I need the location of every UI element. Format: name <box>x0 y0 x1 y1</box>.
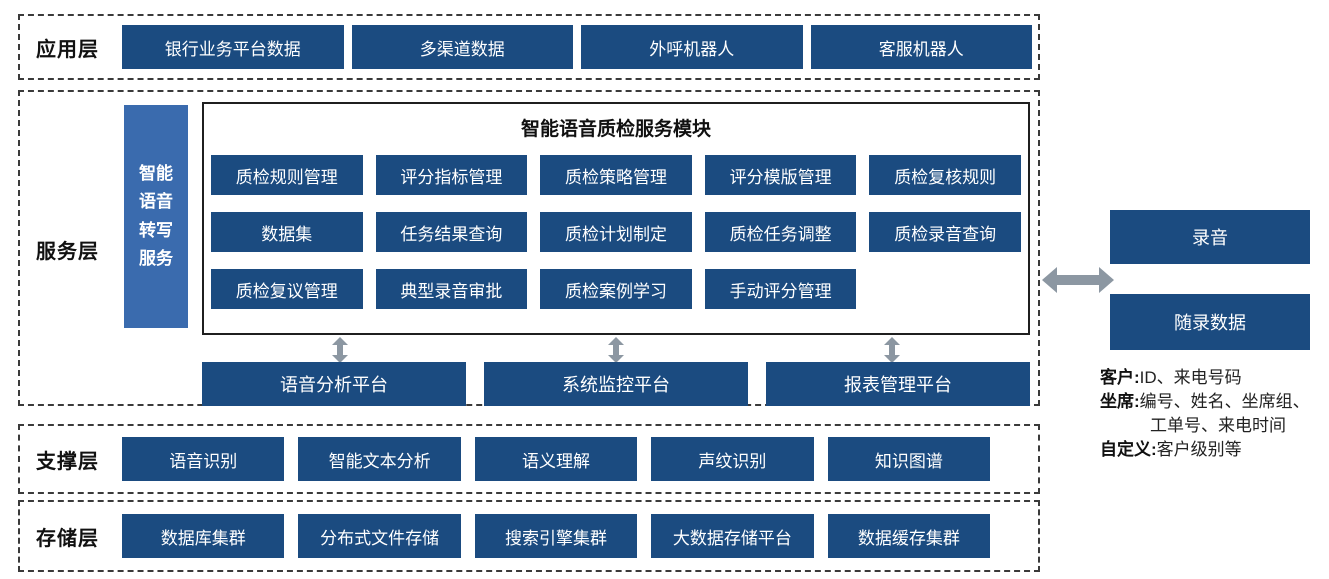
module-box-inspection-task-adjust: 质检任务调整 <box>704 212 857 252</box>
support-box-speech-recognition: 语音识别 <box>122 437 285 481</box>
module-title: 智能语音质检服务模块 <box>520 119 711 140</box>
support-boxes-row: 语音识别 智能文本分析 语义理解 声纹识别 知识图谱 <box>122 437 991 481</box>
layer-label-storage: 存储层 <box>36 527 99 550</box>
module-box-inspection-plan: 质检计划制定 <box>540 212 692 252</box>
storage-boxes-row: 数据库集群 分布式文件存储 搜索引擎集群 大数据存储平台 数据缓存集群 <box>122 514 991 558</box>
app-box-service-robot: 客服机器人 <box>810 25 1032 69</box>
app-box-outbound-robot: 外呼机器人 <box>581 25 803 69</box>
storage-box-distributed-file-storage: 分布式文件存储 <box>298 514 461 558</box>
horizontal-double-arrow-icon <box>1042 267 1114 293</box>
quality-inspection-module-container: 智能语音质检服务模块 质检规则管理 评分指标管理 质检策略管理 评分模版管理 质… <box>202 102 1030 335</box>
right-panel-notes: 客户:ID、来电号码 坐席:编号、姓名、坐席组、 工单号、来电时间 自定义:客户… <box>1100 366 1329 462</box>
right-box-recording-attached-data: 随录数据 <box>1110 294 1310 350</box>
vertical-box-speech-transcription-service: 智能语音转写服务 <box>124 105 188 328</box>
app-box-multichannel-data: 多渠道数据 <box>351 25 573 69</box>
module-box-dataset: 数据集 <box>211 212 363 252</box>
layer-section-service: 服务层 智能语音转写服务 智能语音质检服务模块 质检规则管理 评分指标管理 质检… <box>18 90 1040 406</box>
note-custom: 自定义:客户级别等 <box>1100 440 1242 459</box>
right-box-recording: 录音 <box>1110 210 1310 264</box>
note-agent: 坐席:编号、姓名、坐席组、 <box>1100 392 1310 411</box>
layer-label-support: 支撑层 <box>36 450 99 473</box>
platform-box-speech-analysis: 语音分析平台 <box>202 362 466 406</box>
module-box-recording-query: 质检录音查询 <box>869 212 1021 252</box>
module-box-task-result-query: 任务结果查询 <box>375 212 528 252</box>
platform-box-system-monitoring: 系统监控平台 <box>484 362 748 406</box>
module-box-typical-recording-approval: 典型录音审批 <box>375 269 528 309</box>
platform-box-report-mgmt: 报表管理平台 <box>766 362 1030 406</box>
support-box-voiceprint-recognition: 声纹识别 <box>651 437 814 481</box>
vertical-double-arrow-icon <box>884 337 900 363</box>
module-box-inspection-strategy-mgmt: 质检策略管理 <box>540 155 692 195</box>
app-box-bank-platform-data: 银行业务平台数据 <box>122 25 344 69</box>
application-boxes-row: 银行业务平台数据 多渠道数据 外呼机器人 客服机器人 <box>122 25 1032 69</box>
module-box-score-template-mgmt: 评分模版管理 <box>704 155 857 195</box>
support-box-text-analysis: 智能文本分析 <box>298 437 461 481</box>
layer-section-storage: 存储层 数据库集群 分布式文件存储 搜索引擎集群 大数据存储平台 数据缓存集群 <box>18 500 1040 572</box>
storage-box-database-cluster: 数据库集群 <box>122 514 285 558</box>
platforms-row: 语音分析平台 系统监控平台 报表管理平台 <box>202 362 1030 406</box>
note-agent-continued: 工单号、来电时间 <box>1150 416 1286 435</box>
vertical-double-arrow-icon <box>332 337 348 363</box>
layer-label-service: 服务层 <box>36 241 99 263</box>
vertical-double-arrow-icon <box>608 337 624 363</box>
layer-section-support: 支撑层 语音识别 智能文本分析 语义理解 声纹识别 知识图谱 <box>18 424 1040 494</box>
storage-box-bigdata-storage-platform: 大数据存储平台 <box>651 514 814 558</box>
support-box-knowledge-graph: 知识图谱 <box>827 437 991 481</box>
module-box-inspection-appeal-mgmt: 质检复议管理 <box>211 269 363 309</box>
module-box-inspection-rule-mgmt: 质检规则管理 <box>211 155 363 195</box>
module-box-case-learning: 质检案例学习 <box>540 269 692 309</box>
layer-label-application: 应用层 <box>36 38 99 61</box>
storage-box-data-cache-cluster: 数据缓存集群 <box>827 514 991 558</box>
note-customer: 客户:ID、来电号码 <box>1100 368 1242 387</box>
storage-box-search-engine-cluster: 搜索引擎集群 <box>474 514 638 558</box>
module-grid: 质检规则管理 评分指标管理 质检策略管理 评分模版管理 质检复核规则 数据集 任… <box>204 141 1028 309</box>
layer-section-application: 应用层 银行业务平台数据 多渠道数据 外呼机器人 客服机器人 <box>18 14 1040 80</box>
module-box-score-indicator-mgmt: 评分指标管理 <box>375 155 528 195</box>
module-box-manual-scoring-mgmt: 手动评分管理 <box>704 269 857 309</box>
support-box-semantic-understanding: 语义理解 <box>474 437 638 481</box>
module-platform-arrows <box>202 337 1030 363</box>
module-box-inspection-review-rule: 质检复核规则 <box>869 155 1021 195</box>
